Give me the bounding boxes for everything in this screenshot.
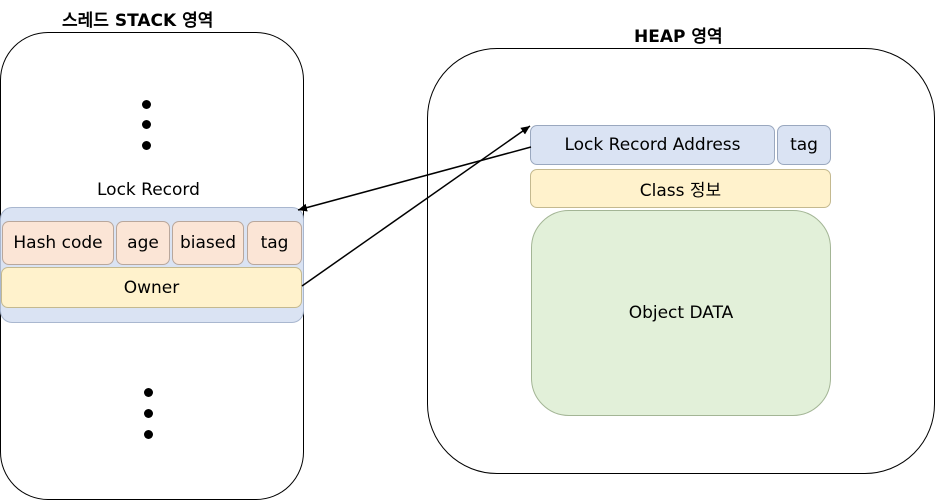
- class-info-field: Class 정보: [530, 169, 831, 208]
- ellipsis-dot: [142, 141, 151, 150]
- ellipsis-dot: [142, 100, 151, 109]
- hash-code-field: Hash code: [2, 221, 114, 265]
- stack-region-title: 스레드 STACK 영역: [62, 11, 214, 31]
- ellipsis-dot: [144, 388, 153, 397]
- arrow-to-lock-record: [297, 146, 532, 212]
- tag-field: tag: [247, 221, 302, 265]
- ellipsis-dot: [144, 409, 153, 418]
- arrow-owner-to-heap: [301, 125, 531, 287]
- lock-record-address-field: Lock Record Address: [530, 125, 775, 165]
- heap-tag-field: tag: [777, 125, 831, 165]
- owner-field: Owner: [1, 267, 302, 308]
- age-field: age: [116, 221, 170, 265]
- lock-record-label: Lock Record: [97, 180, 200, 200]
- ellipsis-dot: [144, 430, 153, 439]
- object-data-block: Object DATA: [531, 210, 831, 416]
- ellipsis-dot: [142, 120, 151, 129]
- heap-region-title: HEAP 영역: [634, 27, 723, 47]
- biased-field: biased: [172, 221, 244, 265]
